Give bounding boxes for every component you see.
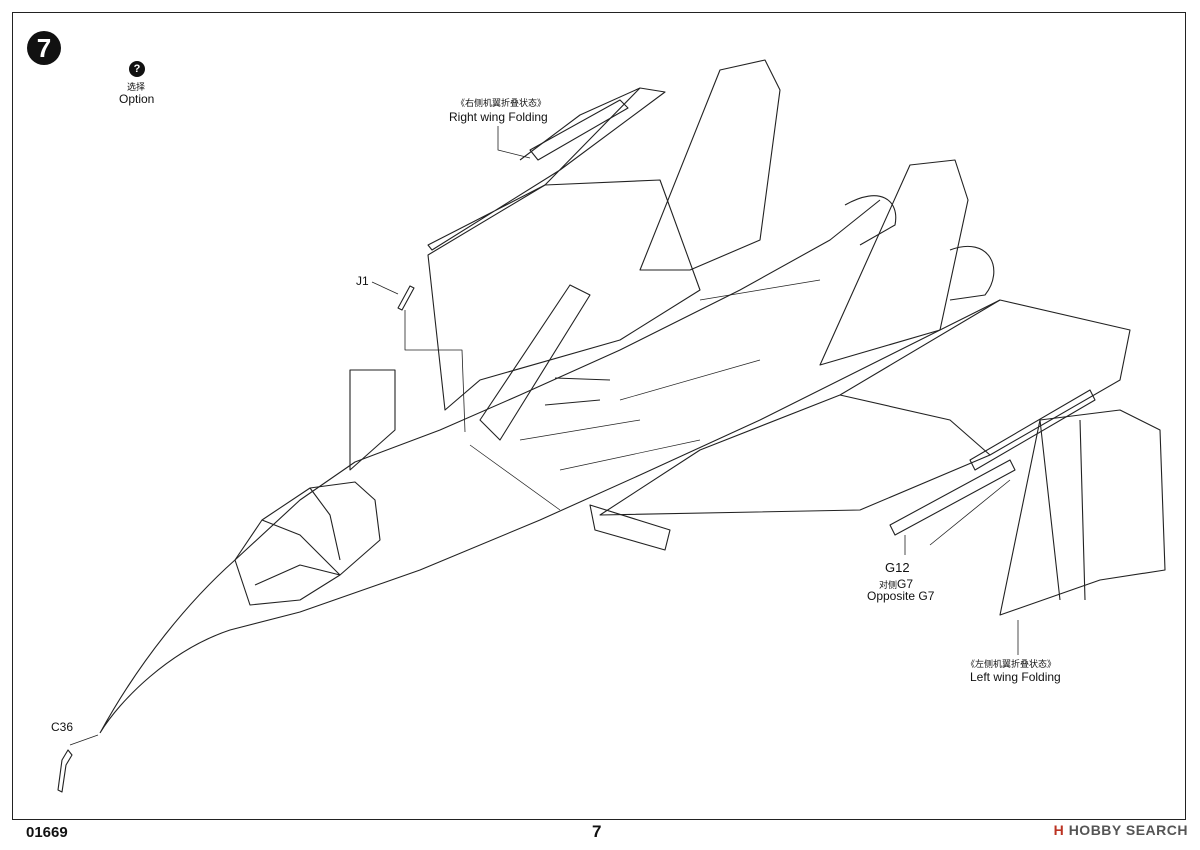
option-label-cn: 选择 xyxy=(127,82,146,92)
question-icon: ? xyxy=(129,61,145,77)
watermark: H HOBBY SEARCH xyxy=(1054,822,1188,838)
part-c36-label: C36 xyxy=(51,720,74,734)
watermark-text: HOBBY SEARCH xyxy=(1068,822,1188,838)
opposite-part-number: G7 xyxy=(897,577,914,591)
product-code: 01669 xyxy=(26,824,68,841)
page-border xyxy=(12,12,1186,820)
left-wing-folding-label-cn: 《左侧机翼折叠状态》 xyxy=(966,659,1057,669)
page-number: 7 xyxy=(592,822,602,841)
watermark-logo-letter: H xyxy=(1053,822,1065,838)
opposite-part-label-cn: 对侧G7 xyxy=(879,577,913,591)
part-j1-label: J1 xyxy=(356,274,369,288)
opposite-prefix-cn: 对侧 xyxy=(879,580,898,590)
left-wing-folding-label-en: Left wing Folding xyxy=(970,670,1061,684)
option-label-en: Option xyxy=(119,92,155,106)
right-wing-folding-label-en: Right wing Folding xyxy=(449,110,548,124)
right-wing-folding-label-cn: 《右侧机翼折叠状态》 xyxy=(456,98,547,108)
step-number-badge: 7 xyxy=(27,31,61,65)
part-g12-label: G12 xyxy=(885,560,910,575)
opposite-part-label-en: Opposite G7 xyxy=(867,589,935,603)
